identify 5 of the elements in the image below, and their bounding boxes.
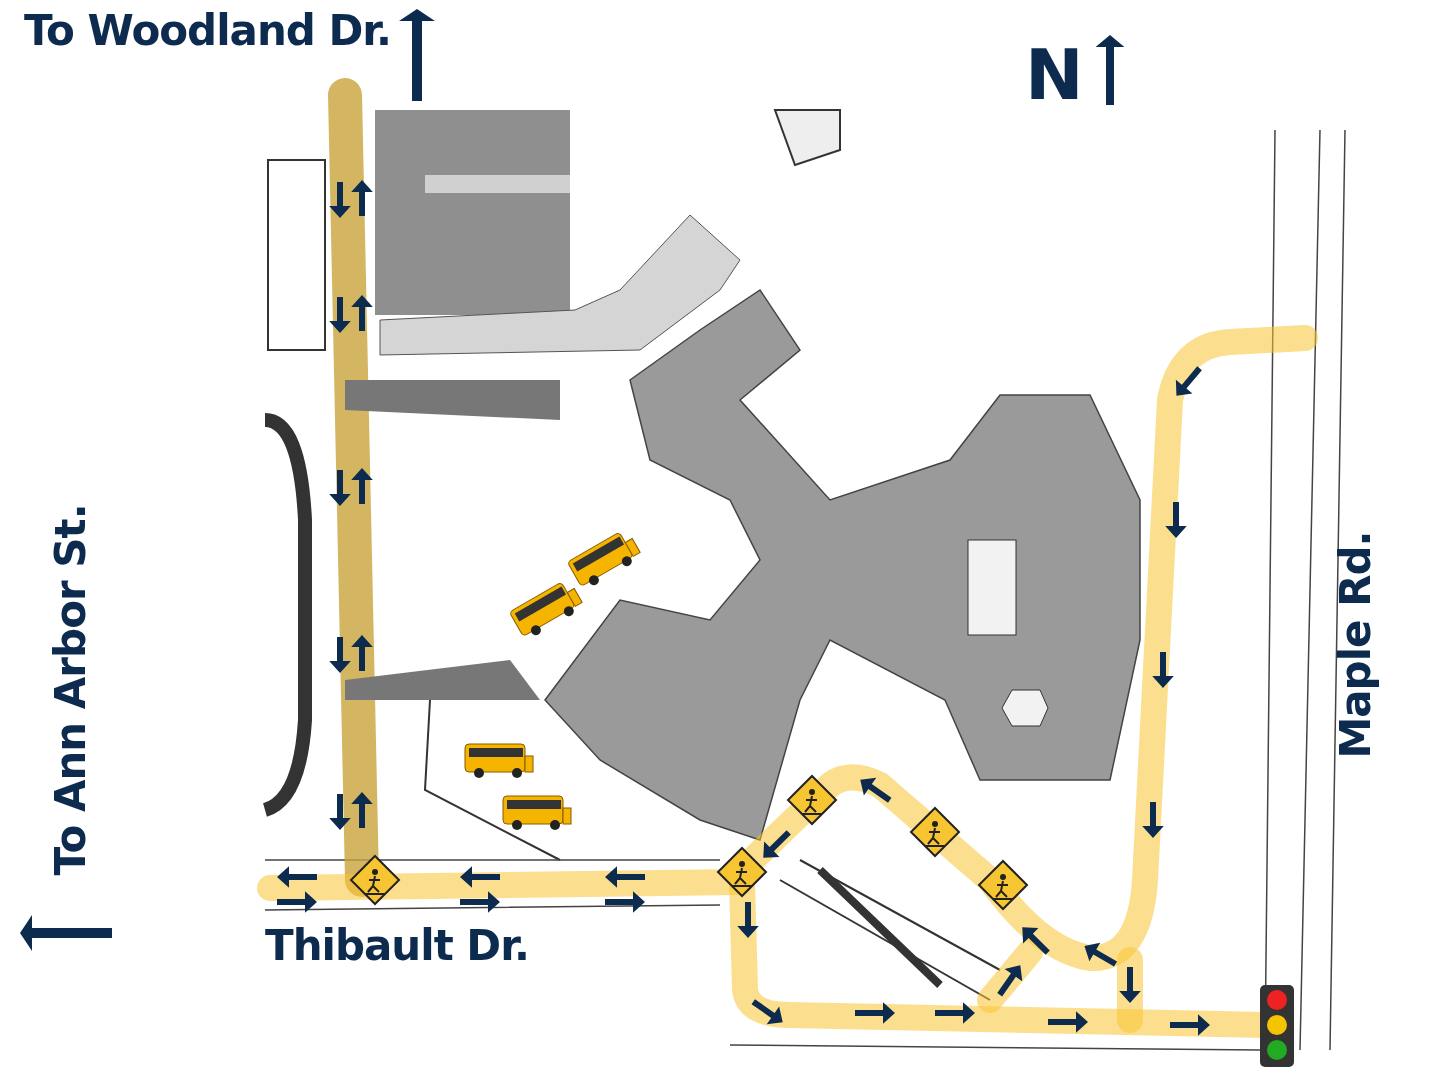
destination-label: To Woodland Dr. xyxy=(24,10,392,52)
street-label: Maple Rd. xyxy=(1334,531,1377,759)
north-label: N xyxy=(1025,40,1083,110)
destination-label: To Ann Arbor St. xyxy=(49,504,92,876)
street-label: Thibault Dr. xyxy=(265,925,529,967)
